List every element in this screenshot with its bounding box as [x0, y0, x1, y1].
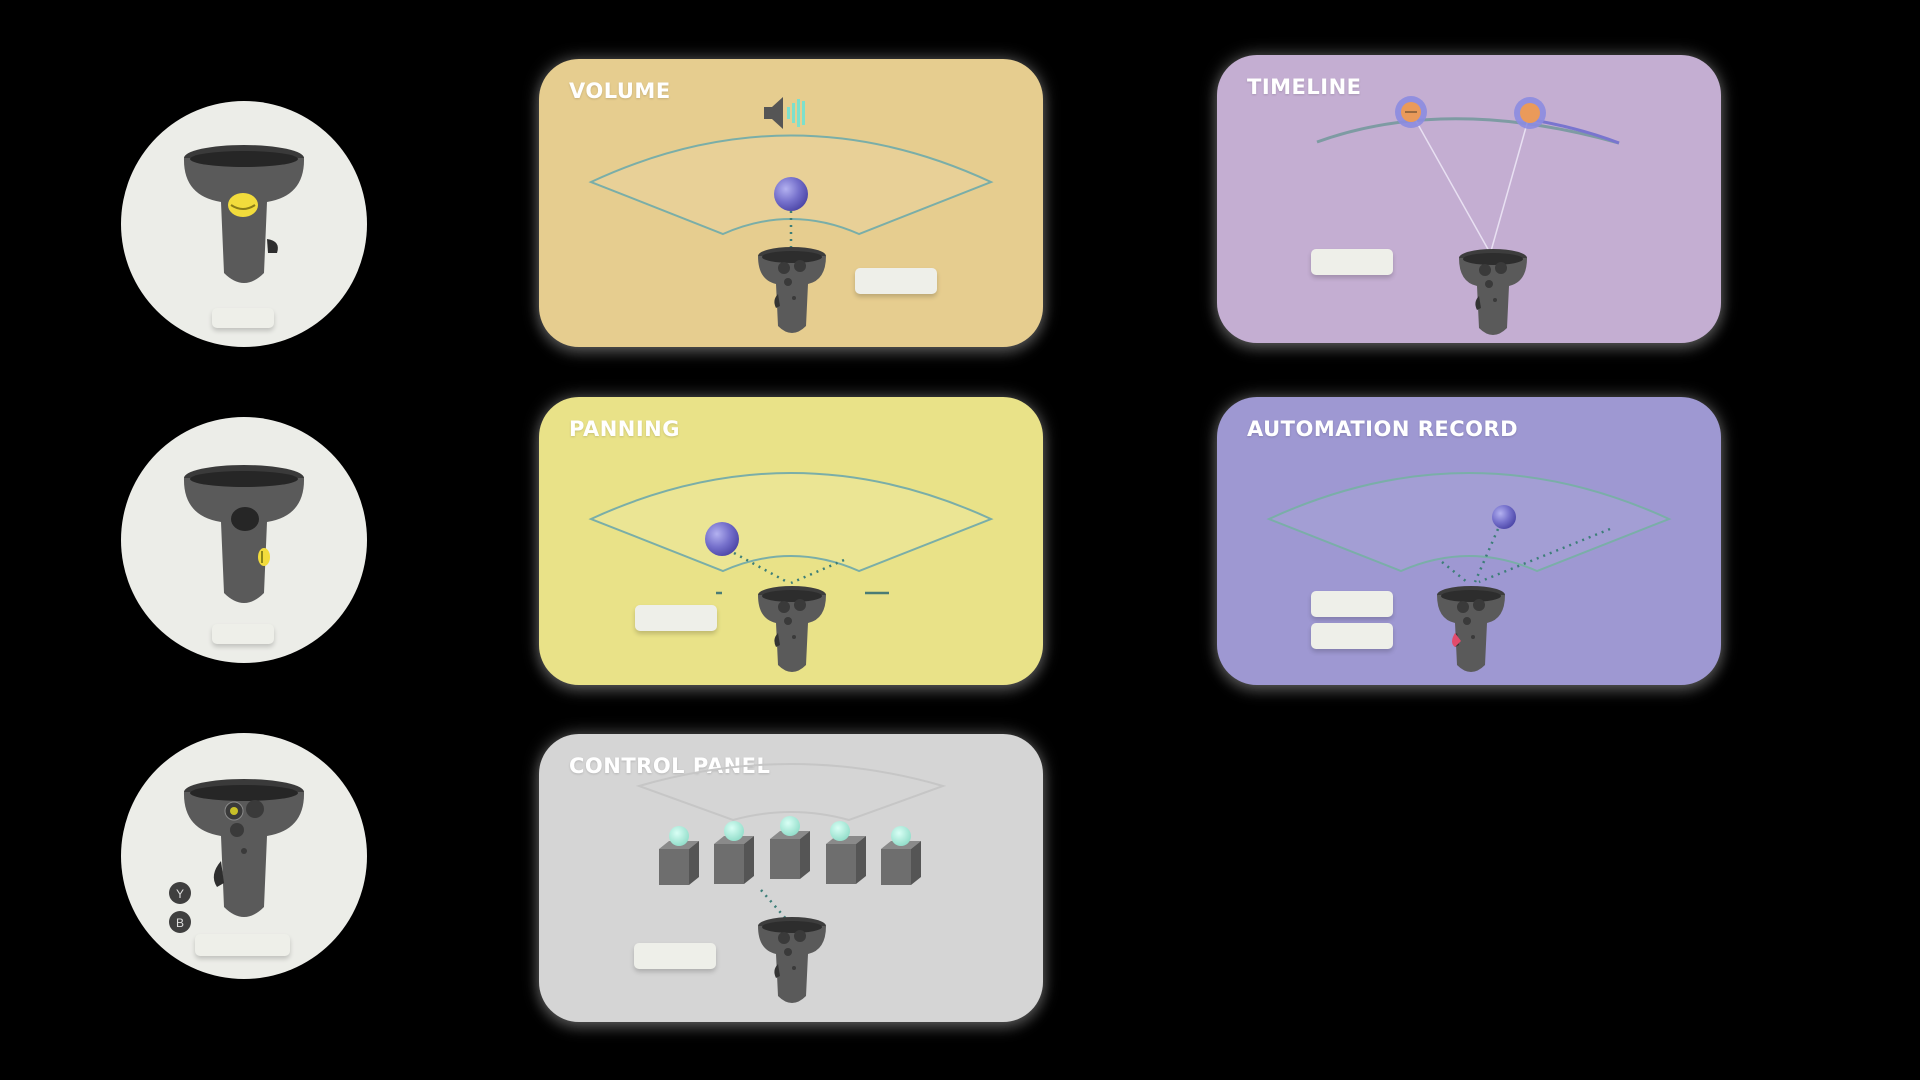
label-placeholder [855, 268, 937, 294]
control-panel-card: CONTROL PANEL [539, 734, 1043, 1022]
sound-source-sphere [1492, 505, 1516, 529]
timeline-arc [1316, 117, 1620, 145]
controller-grip-circle [121, 417, 367, 663]
label-placeholder [1311, 591, 1393, 617]
b-button-label: B [176, 916, 184, 930]
vr-controller-grip-icon [183, 465, 305, 603]
b-button-icon: B [169, 911, 191, 933]
y-button-label: Y [176, 887, 184, 901]
label-placeholder [195, 934, 290, 956]
record-trigger-indicator [1452, 633, 1461, 647]
label-placeholder [635, 605, 717, 631]
timeline-title: TIMELINE [1247, 75, 1362, 99]
panning-title: PANNING [569, 417, 680, 441]
vr-controller-icon [1437, 586, 1505, 672]
y-button-icon: Y [169, 882, 191, 904]
label-placeholder [1311, 249, 1393, 275]
speaker-volume-icon [764, 97, 805, 129]
panning-card: PANNING [539, 397, 1043, 685]
controller-buttons-circle: Y B [121, 733, 367, 979]
label-placeholder [212, 308, 274, 328]
vr-controller-icon [758, 247, 826, 333]
timeline-marker [1395, 96, 1427, 128]
label-placeholder [634, 943, 716, 969]
volume-title: VOLUME [569, 79, 671, 103]
control-knobs [659, 816, 921, 885]
sound-source-sphere [774, 177, 808, 211]
timeline-card: TIMELINE [1217, 55, 1721, 343]
timeline-marker [1514, 97, 1546, 129]
label-placeholder [212, 624, 274, 644]
label-placeholder [1311, 623, 1393, 649]
sound-source-sphere [705, 522, 739, 556]
vr-controller-icon [758, 586, 826, 672]
automation-record-card: AUTOMATION RECORD [1217, 397, 1721, 685]
vr-controller-trigger-icon [183, 145, 305, 283]
vr-controller-buttons-icon: Y B [169, 779, 305, 933]
automation-record-title: AUTOMATION RECORD [1247, 417, 1519, 441]
vr-controller-icon [758, 917, 826, 1003]
controller-trigger-circle [121, 101, 367, 347]
volume-card: VOLUME [539, 59, 1043, 347]
vr-controller-icon [1459, 249, 1527, 335]
